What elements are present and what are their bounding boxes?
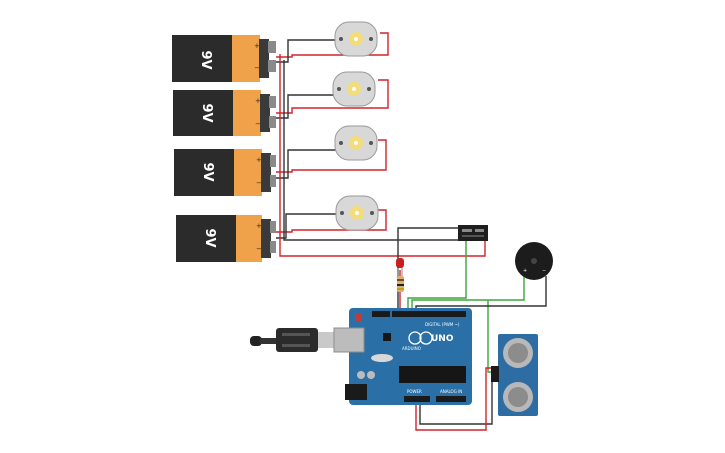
battery-1[interactable]: 9V + − [172, 35, 276, 82]
battery-2-label: 9V [199, 103, 214, 122]
board-model: UNO [431, 334, 454, 344]
battery-3-neg: − [256, 179, 262, 187]
wire-red-battery1-motor [276, 32, 389, 58]
dc-motor-2[interactable] [332, 71, 376, 107]
buzzer-pos: + [523, 268, 527, 274]
usb-cable[interactable] [250, 328, 336, 352]
wire-red-sensor [415, 367, 498, 431]
wire-green-relay [407, 240, 467, 312]
board-header-power: POWER [407, 389, 422, 394]
battery-1-neg: − [254, 64, 260, 72]
board-brand: ARDUINO [402, 346, 421, 351]
buzzer-neg: − [542, 268, 546, 274]
piezo-buzzer[interactable]: + − [515, 242, 553, 280]
battery-4-pos: + [256, 222, 262, 230]
battery-3-label: 9V [200, 162, 215, 181]
battery-4-neg: − [256, 245, 262, 253]
battery-4[interactable]: 9V + − [176, 215, 276, 262]
board-header-analog: ANALOG IN [440, 389, 462, 394]
battery-1-pos: + [254, 42, 260, 50]
battery-3-pos: + [256, 156, 262, 164]
battery-2-neg: − [255, 120, 261, 128]
battery-3[interactable]: 9V + − [174, 149, 276, 196]
wire-black-motor3 [276, 149, 336, 179]
dc-motor-1[interactable] [334, 21, 378, 57]
wire-red-battery3-motor [276, 139, 387, 173]
led-red[interactable] [396, 258, 404, 276]
battery-2[interactable]: 9V + − [173, 90, 276, 136]
wire-black-buzzer [415, 276, 547, 312]
wire-black-motor2 [276, 94, 334, 119]
wire-red-bus [279, 54, 486, 257]
dc-motor-3[interactable] [334, 125, 378, 161]
wire-green-buzzer [411, 276, 525, 312]
wire-red-battery4-motor [276, 209, 387, 233]
ultrasonic-sensor[interactable] [491, 334, 538, 416]
wire-black-motor4 [276, 213, 337, 239]
resistor[interactable] [397, 276, 404, 292]
wire-black-motor1 [276, 39, 335, 63]
wire-green-sensor [487, 300, 498, 373]
dc-motor-4[interactable] [335, 195, 379, 231]
relay-module[interactable] [458, 225, 488, 241]
arduino-uno[interactable]: UNO ARDUINO DIGITAL (PWM ~) POWER ANALOG… [333, 308, 472, 405]
wire-red-battery2-motor [276, 79, 389, 114]
board-header-digital: DIGITAL (PWM ~) [425, 322, 460, 327]
battery-1-label: 9V [198, 50, 213, 69]
battery-4-label: 9V [202, 228, 217, 247]
battery-2-pos: + [255, 97, 261, 105]
